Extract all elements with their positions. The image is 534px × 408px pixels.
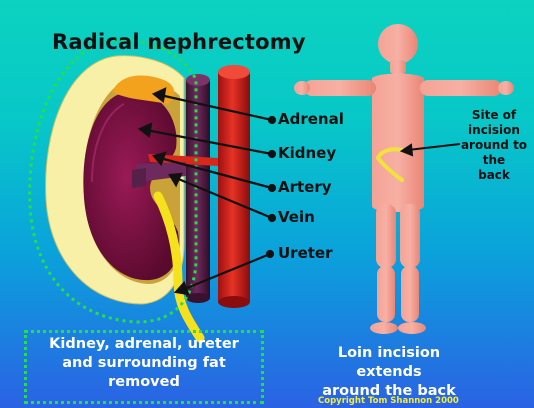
loin-line-1: Loin incision extends bbox=[306, 344, 472, 382]
copyright: Copyright Tom Shannon 2000 bbox=[318, 396, 459, 406]
site-of-incision-label: Site of incision around to the back bbox=[454, 108, 534, 183]
label-ureter: Ureter bbox=[278, 244, 333, 262]
vena-cava bbox=[186, 74, 210, 303]
caption-line-1: Kidney, adrenal, ureter bbox=[24, 335, 264, 354]
renal-vein-branch bbox=[132, 168, 146, 188]
aorta bbox=[218, 65, 250, 308]
label-vein: Vein bbox=[278, 208, 315, 226]
label-adrenal: Adrenal bbox=[278, 110, 344, 128]
page-title: Radical nephrectomy bbox=[52, 30, 306, 54]
label-kidney: Kidney bbox=[278, 144, 336, 162]
loin-incision-text: Loin incision extends around the back bbox=[306, 344, 472, 401]
site-line-4: back bbox=[454, 168, 534, 183]
label-artery: Artery bbox=[278, 178, 332, 196]
removal-caption: Kidney, adrenal, ureter and surrounding … bbox=[24, 335, 264, 392]
site-line-1: Site of bbox=[454, 108, 534, 123]
caption-line-2: and surrounding fat bbox=[24, 354, 264, 373]
site-pointer bbox=[402, 144, 460, 155]
caption-line-3: removed bbox=[24, 373, 264, 392]
site-line-2: incision bbox=[454, 123, 534, 138]
site-line-3: around to the bbox=[454, 138, 534, 168]
